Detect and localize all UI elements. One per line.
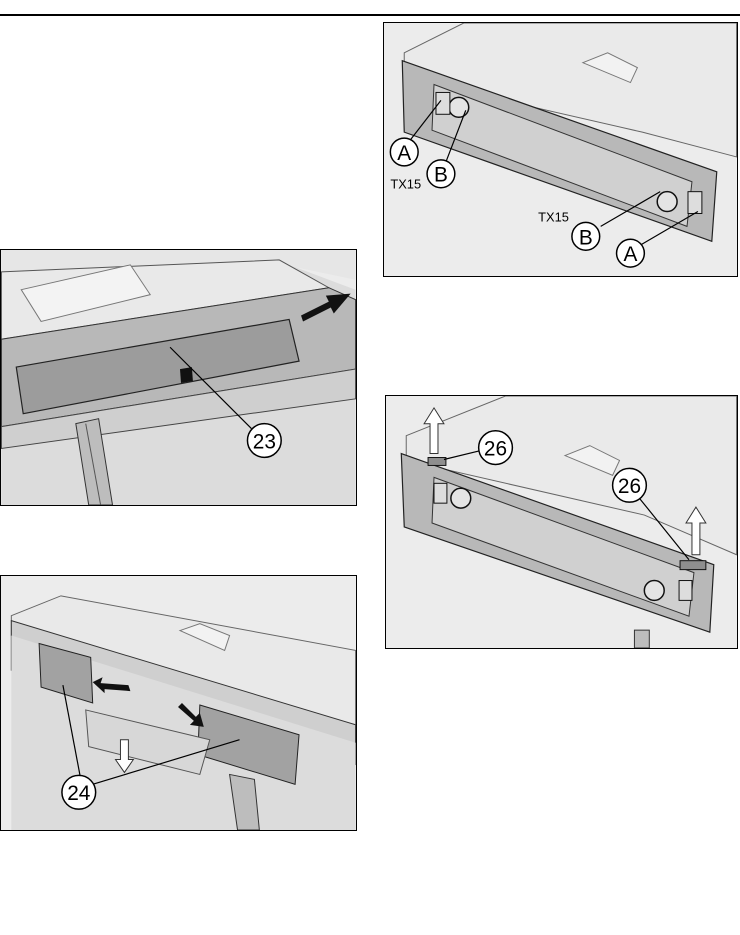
callout-a-right-label: A [623, 243, 637, 266]
callout-b-left: B [427, 160, 455, 188]
figure-4-illustration: 26 26 [386, 396, 737, 648]
torx-label-left: TX15 [390, 177, 421, 192]
callout-b-left-label: B [434, 164, 448, 187]
header-rule [0, 14, 740, 16]
callout-a-left: A [390, 138, 418, 166]
figure-1-cover-removal: 23 [0, 249, 357, 506]
callout-26-right-label: 26 [618, 475, 641, 498]
figure-3-illustration: A B TX15 TX15 B A [384, 23, 737, 276]
callout-b-right: B [572, 222, 600, 250]
callout-24-label: 24 [67, 782, 90, 805]
callout-a-left-label: A [397, 142, 411, 165]
callout-26-right: 26 [613, 468, 647, 502]
callout-a-right: A [617, 239, 645, 267]
torx-label-right: TX15 [538, 209, 569, 224]
callout-b-right-label: B [579, 226, 593, 249]
callout-24: 24 [62, 775, 96, 809]
callout-23: 23 [247, 424, 281, 458]
figure-2-covers-removal: 24 [0, 575, 357, 831]
figure-1-illustration: 23 [1, 250, 356, 505]
callout-26-left-label: 26 [484, 438, 507, 461]
figure-3-screw-removal: A B TX15 TX15 B A [383, 22, 738, 277]
callout-26-left: 26 [479, 431, 513, 465]
figure-2-illustration: 24 [1, 576, 356, 830]
callout-23-label: 23 [253, 430, 276, 453]
figure-4-clip-release: 26 26 [385, 395, 738, 649]
